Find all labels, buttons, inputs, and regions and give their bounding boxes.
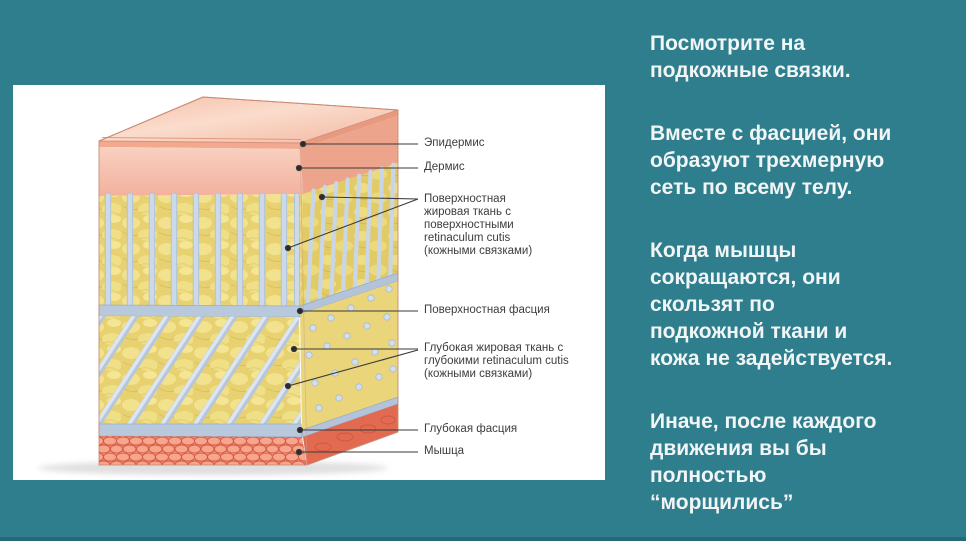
paragraph-4: Иначе, после каждого движения вы бы полн… [650, 408, 962, 516]
label-line: Глубокая жировая ткань с [424, 342, 564, 354]
text-line: полностью [650, 464, 767, 487]
label-line: жировая ткань с [424, 206, 511, 218]
text-line: Когда мышцы [650, 239, 797, 262]
text-line: подкожной ткани и [650, 320, 848, 343]
text-line: сеть по всему телу. [650, 176, 853, 199]
label-superficial-fascia: Поверхностная фасция [424, 304, 550, 316]
superficial-septa [104, 192, 300, 308]
front-right-edge [299, 142, 308, 466]
paragraph-2: Вместе с фасцией, они образуют трехмерну… [650, 120, 962, 201]
label-epidermis: Эпидермис [424, 137, 485, 149]
label-superficial-fat: Поверхностная жировая ткань с поверхност… [424, 193, 532, 258]
deep-fascia-front [98, 423, 303, 438]
text-line: “морщились” [650, 491, 794, 514]
deep-septa [99, 316, 301, 424]
text-line: Вместе с фасцией, они [650, 122, 892, 145]
label-line: поверхностными [424, 219, 514, 231]
text-line: сокращаются, они [650, 266, 841, 289]
label-line: (кожными связками) [424, 245, 533, 257]
text-line: кожа не задействуется. [650, 347, 893, 370]
skin-layers-diagram [38, 96, 419, 475]
deep-fat-cut-face [300, 281, 398, 430]
label-line: Поверхностная [424, 193, 506, 205]
text-line: образуют трехмерную [650, 149, 885, 172]
label-line: глубокими retinaculum cutis [424, 355, 569, 367]
text-line: движения вы бы [650, 437, 827, 460]
leader-lines [284, 140, 419, 456]
right-face [299, 110, 399, 465]
text-line: Иначе, после каждого [650, 410, 877, 433]
dermis-front [99, 147, 303, 196]
slide-text: Посмотрите на подкожные связки. Вместе с… [650, 30, 962, 541]
label-deep-fat: Глубокая жировая ткань с глубокими retin… [424, 342, 569, 381]
block-outline [98, 96, 399, 466]
side-septa [305, 162, 396, 306]
epidermis-side [300, 110, 398, 149]
superficial-fascia-front [98, 304, 301, 318]
front-face [98, 141, 307, 465]
dermis-side [300, 116, 398, 194]
muscle-front [99, 436, 307, 465]
label-deep-fascia: Глубокая фасция [424, 423, 518, 435]
label-line: (кожными связками) [424, 368, 533, 380]
slide-bottom-edge [0, 537, 966, 541]
text-line: Посмотрите на [650, 32, 806, 55]
text-line: скользят по [650, 293, 775, 316]
label-dermis: Дермис [424, 161, 465, 173]
paragraph-3: Когда мышцы сокращаются, они скользят по… [650, 237, 962, 372]
muscle-side-fibers [314, 415, 396, 452]
text-line: подкожные связки. [650, 59, 851, 82]
label-muscle: Мышца [424, 445, 465, 457]
figure-panel: Эпидермис Дермис Поверхностная жировая т… [13, 85, 605, 480]
paragraph-1: Посмотрите на подкожные связки. [650, 30, 962, 84]
label-line: retinaculum cutis [424, 232, 511, 244]
